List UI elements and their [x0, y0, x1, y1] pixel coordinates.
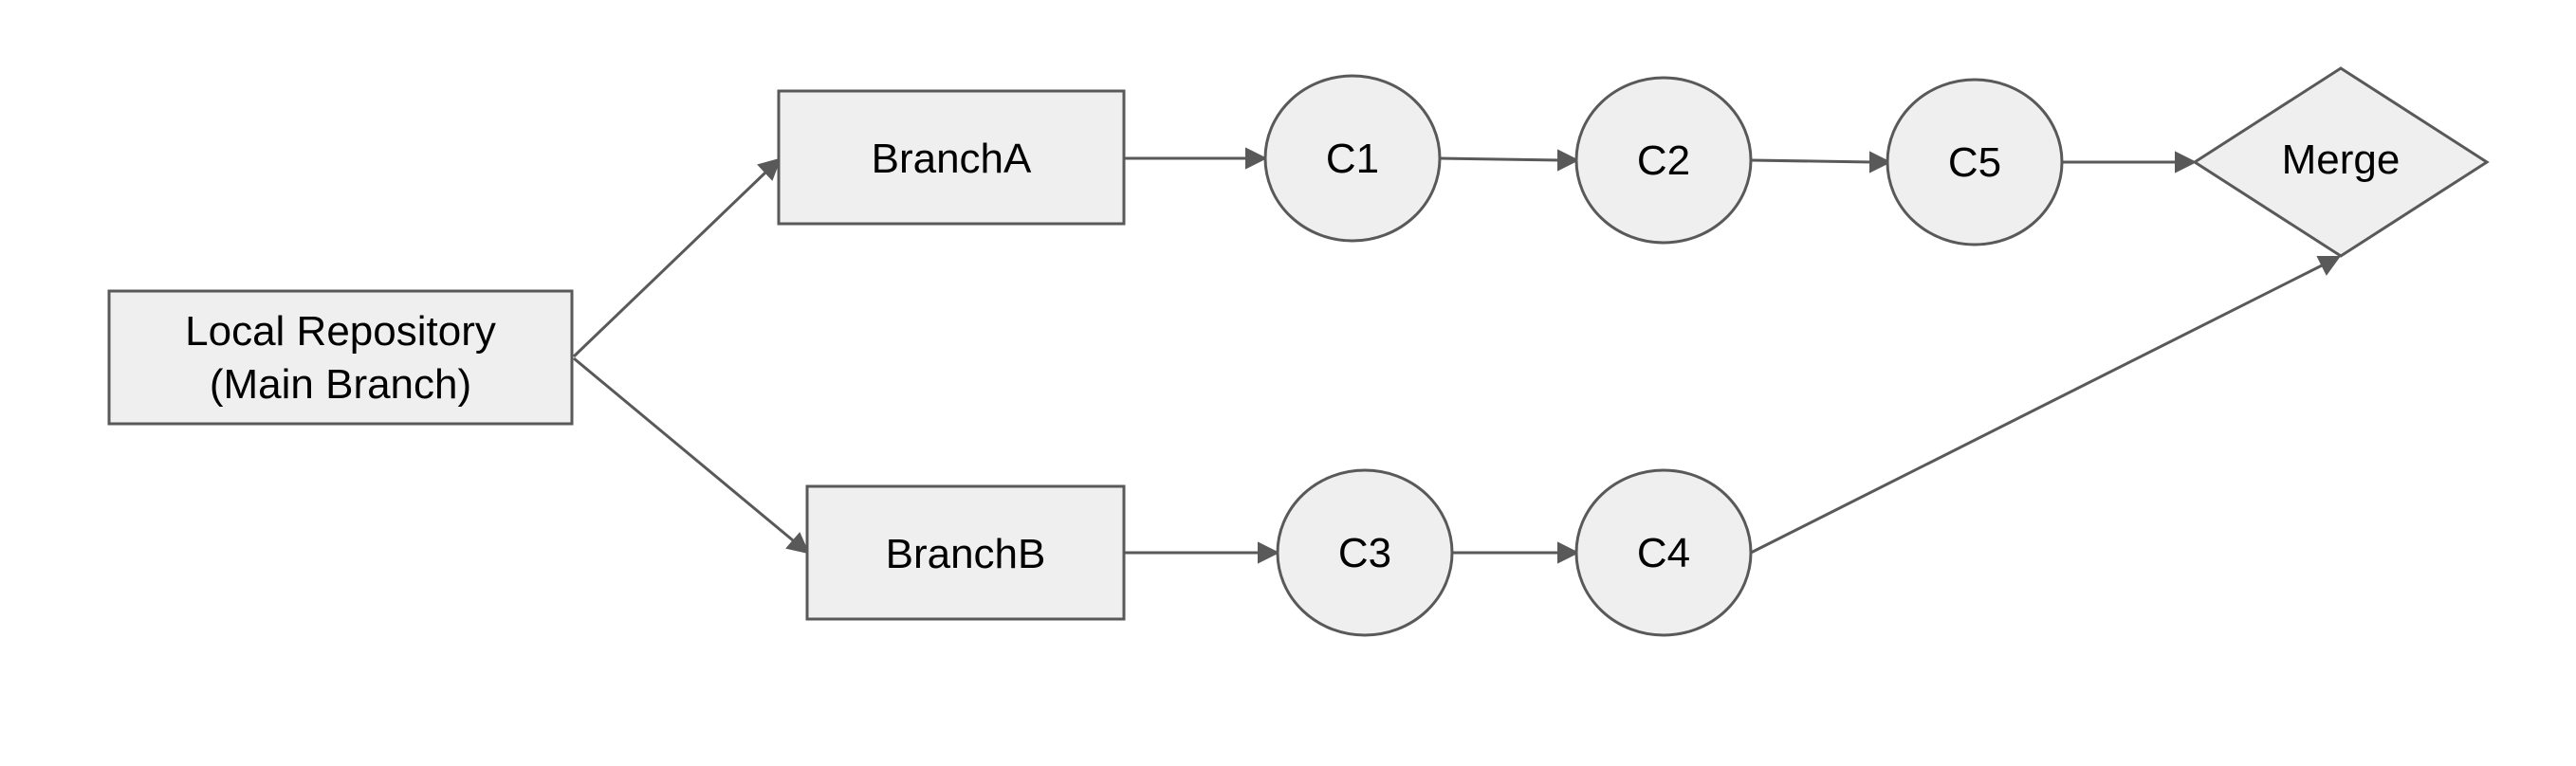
edge-local-repo-to-branch-b: [573, 356, 810, 555]
commit-c1-circle: [1263, 74, 1442, 243]
node-commit-c1[interactable]: C1: [1263, 74, 1442, 243]
edges: [572, 147, 2341, 564]
commit-c1-label: C1: [1326, 136, 1379, 182]
edge-local-repo-to-branch-a: [572, 157, 782, 358]
local-repository-label-line-2: (Main Branch): [210, 361, 471, 408]
branch-a-label: BranchA: [872, 136, 1032, 182]
branch-a-box: [777, 89, 1126, 226]
node-commit-c5[interactable]: C5: [1886, 78, 2064, 246]
local-repository-box: [107, 289, 574, 426]
commit-c3-circle: [1276, 468, 1454, 637]
node-commit-c2[interactable]: C2: [1574, 76, 1753, 245]
edge-c4-to-merge: [1750, 256, 2341, 555]
edge-branch-a-to-c1: [1125, 147, 1268, 170]
node-commit-c4[interactable]: C4: [1574, 468, 1753, 637]
nodes: Local Repository (Main Branch) BranchA B…: [107, 66, 2490, 637]
node-local-repository[interactable]: Local Repository (Main Branch): [107, 289, 574, 426]
edge-c3-to-c4: [1451, 541, 1580, 564]
branch-b-label: BranchB: [886, 531, 1046, 577]
commit-c5-label: C5: [1948, 139, 2001, 186]
edge-branch-b-to-c3: [1125, 541, 1280, 564]
node-branch-b[interactable]: BranchB: [805, 484, 1126, 621]
merge-label: Merge: [2282, 137, 2401, 183]
commit-c4-circle: [1574, 468, 1753, 637]
commit-c4-label: C4: [1637, 530, 1690, 576]
merge-diamond: [2192, 66, 2490, 258]
edge-c2-to-c5: [1750, 151, 1892, 173]
commit-c2-label: C2: [1637, 137, 1690, 184]
node-merge[interactable]: Merge: [2192, 66, 2490, 258]
edge-c5-to-merge: [2062, 151, 2198, 173]
commit-c3-label: C3: [1338, 530, 1391, 576]
branch-b-box: [805, 484, 1126, 621]
local-repository-label-line-1: Local Repository: [185, 308, 496, 355]
node-branch-a[interactable]: BranchA: [777, 89, 1126, 226]
commit-c2-circle: [1574, 76, 1753, 245]
node-commit-c3[interactable]: C3: [1276, 468, 1454, 637]
commit-c5-circle: [1886, 78, 2064, 246]
edge-c1-to-c2: [1439, 149, 1580, 172]
